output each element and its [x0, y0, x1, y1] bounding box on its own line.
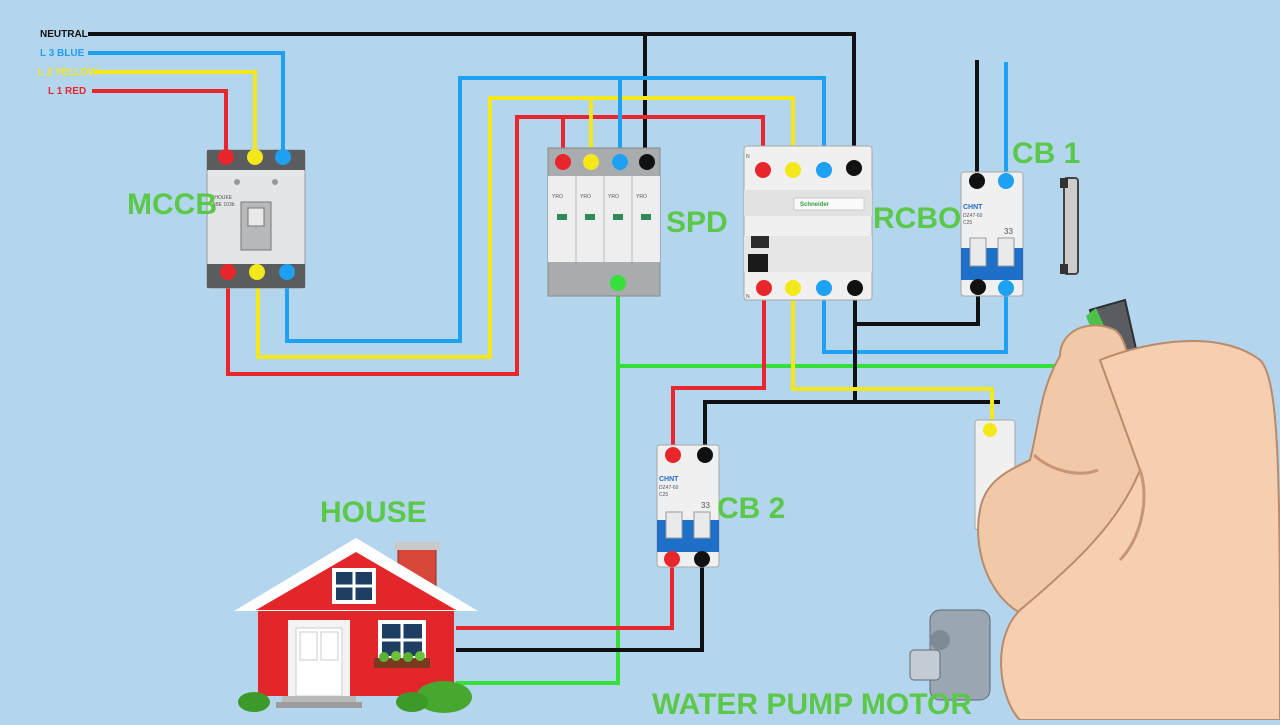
mccb-device: SHOUKE ABE 103b — [206, 149, 306, 289]
rcbo-yellow-out-terminal — [785, 280, 801, 296]
cb2-model-text: DZ47-60 — [659, 485, 679, 491]
cb1-neutral-feed — [853, 288, 980, 326]
rcbo-neutral-in-terminal — [846, 160, 862, 176]
spd-brand-text-3: YRO — [608, 194, 619, 200]
wire-legend: NEUTRAL L 3 BLUE L 2 YELLOW L 1 RED — [38, 29, 98, 97]
rcbo-device: Schneider N N — [743, 145, 873, 301]
spd-yellow-terminal — [583, 154, 599, 170]
cb1-blue-out-terminal — [998, 280, 1014, 296]
legend-l3: L 3 BLUE — [40, 48, 85, 59]
rcbo-red-in-terminal — [755, 162, 771, 178]
cb2-brand-text: CHNT — [659, 476, 679, 483]
cb2-label: CB 2 — [717, 492, 785, 525]
spd-red-terminal — [555, 154, 571, 170]
rcbo-blue-in-terminal — [816, 162, 832, 178]
cb2-neutral-in-terminal — [697, 447, 713, 463]
cb1-rating-text: C25 — [963, 220, 972, 226]
house-neutral-wire — [456, 560, 704, 652]
house-label: HOUSE — [320, 496, 427, 529]
cb2-red-feed — [671, 288, 766, 455]
earth-wire — [456, 283, 620, 685]
neutral-wire — [88, 32, 856, 168]
cb2-device: CHNT DZ47-60 C25 33 — [656, 444, 720, 568]
spd-brand-text-4: YRO — [636, 194, 647, 200]
house-red-wire — [456, 560, 674, 630]
l1-red-main-wire — [226, 115, 765, 376]
spd-label: SPD — [666, 206, 728, 239]
rcbo-yellow-in-terminal — [785, 162, 801, 178]
spd-earth-terminal — [610, 275, 626, 291]
cb1-brand-text: CHNT — [963, 204, 983, 211]
spd-brand-text-1: YRO — [552, 194, 563, 200]
hand-with-marker-illustration — [977, 298, 1280, 721]
cb2-red-in-terminal — [665, 447, 681, 463]
l2-yellow-main-wire — [256, 96, 795, 359]
cb1-neutral-out-terminal — [970, 279, 986, 295]
cb1-model-text: DZ47-60 — [963, 213, 983, 219]
legend-neutral: NEUTRAL — [40, 29, 88, 40]
cb1-label: CB 1 — [1012, 137, 1080, 170]
l3-blue-main-wire — [285, 76, 826, 343]
mccb-l3-in-terminal — [275, 149, 291, 165]
mccb-model-text: ABE 103b — [212, 202, 235, 208]
rcbo-blue-out-terminal — [816, 280, 832, 296]
l3-blue-input-wire — [88, 51, 285, 157]
pump-yellow-feed — [791, 288, 994, 430]
mccb-l1-out-terminal — [220, 264, 236, 280]
spd-blue-terminal — [612, 154, 628, 170]
rcbo-red-out-terminal — [756, 280, 772, 296]
house-illustration — [234, 538, 478, 713]
mccb-l3-out-terminal — [279, 264, 295, 280]
cb1-device: CHNT DZ47-60 C25 33 — [960, 171, 1024, 297]
cb2-red-out-terminal — [664, 551, 680, 567]
water-pump-motor-label: WATER PUMP MOTOR — [652, 688, 972, 720]
water-pump-motor — [909, 609, 991, 701]
earth-busbar — [1060, 177, 1079, 275]
mccb-l1-in-terminal — [218, 149, 234, 165]
spd-neutral-terminal — [639, 154, 655, 170]
cb2-marking-text: 33 — [701, 501, 710, 510]
mccb-label: MCCB — [127, 188, 217, 221]
spd-device: YRO YRO YRO YRO — [547, 147, 661, 297]
cb1-blue-in-terminal — [998, 173, 1014, 189]
rcbo-neutral-out-terminal — [847, 280, 863, 296]
rcbo-n-top: N — [746, 154, 750, 160]
l2-yellow-input-wire — [94, 70, 257, 157]
legend-l1: L 1 RED — [48, 86, 86, 97]
legend-l2: L 2 YELLOW — [38, 67, 98, 78]
cb1-blue-feed — [822, 288, 1008, 354]
cb2-rating-text: C25 — [659, 492, 668, 498]
spd-brand-text-2: YRO — [580, 194, 591, 200]
mccb-l2-out-terminal — [249, 264, 265, 280]
cb2-neutral-out-terminal — [694, 551, 710, 567]
rcbo-label: RCBO — [873, 202, 961, 235]
cb2-neutral-feed — [703, 324, 857, 455]
cb1-marking-text: 33 — [1004, 227, 1013, 236]
wires — [88, 32, 1085, 685]
rcbo-brand-text: Schneider — [800, 202, 830, 208]
l1-red-input-wire — [92, 89, 228, 157]
rcbo-n-bottom: N — [746, 294, 750, 300]
mccb-brand-text: SHOUKE — [211, 195, 233, 201]
mccb-l2-in-terminal — [247, 149, 263, 165]
cb1-neutral-in-terminal — [969, 173, 985, 189]
